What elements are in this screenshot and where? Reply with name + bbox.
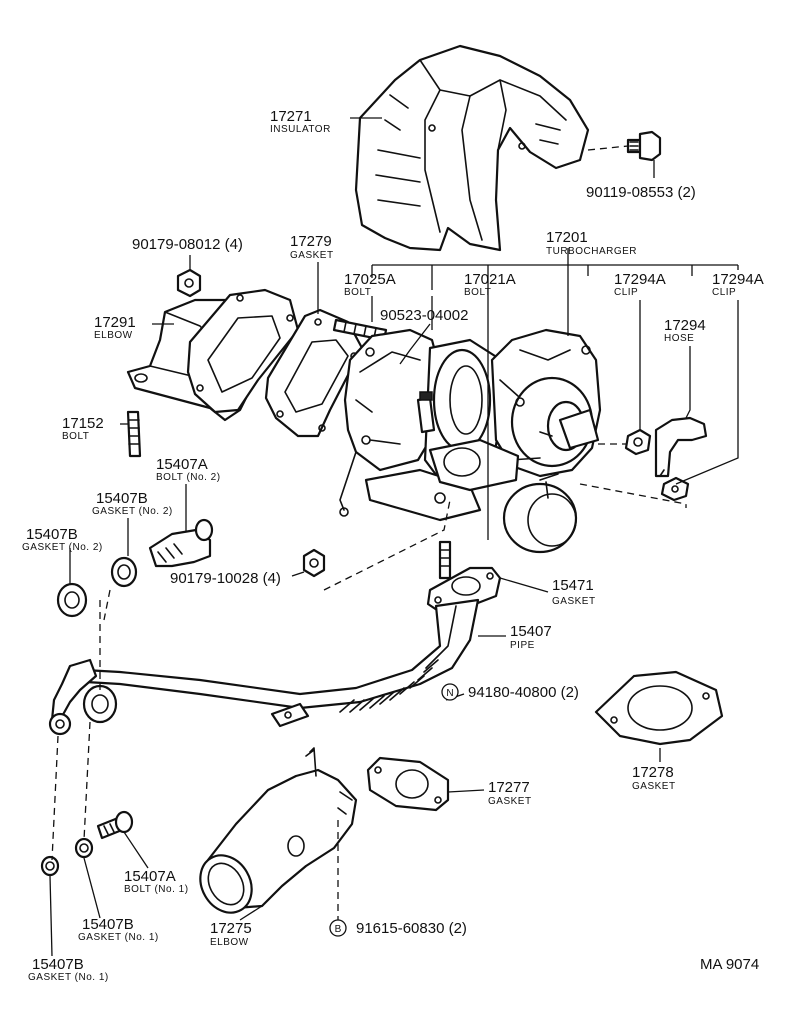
callout-17201-number: 17201 xyxy=(546,229,588,246)
callout-15407B-no1-left-name: GASKET (No. 1) xyxy=(28,972,109,983)
gasket-17277-part xyxy=(366,756,450,812)
callout-15407B-no1-left-number: 15407B xyxy=(32,956,84,973)
callout-17291-name: ELBOW xyxy=(94,330,133,341)
marker-b-icon xyxy=(329,919,347,937)
callout-15407A-no2-name: BOLT (No. 2) xyxy=(156,472,221,483)
insulator-part xyxy=(354,44,590,252)
gasket-15407B-no1-left-part xyxy=(40,855,60,877)
callout-17294A-clip-2-number: 17294A xyxy=(712,271,764,288)
oil-pipe-15407-part xyxy=(48,598,480,736)
callout-94180: N 94180-40800 (2) xyxy=(441,683,579,701)
elbow-flange-part xyxy=(186,288,300,414)
callout-17294A-clip-1-number: 17294A xyxy=(614,271,666,288)
callout-17279-number: 17279 xyxy=(290,233,332,250)
marker-n-icon xyxy=(441,683,459,701)
callout-91615-number: 91615-60830 (2) xyxy=(356,920,467,937)
callout-90523-number: 90523-04002 xyxy=(380,307,468,324)
callout-15407-name: PIPE xyxy=(510,640,535,651)
callout-17279-name: GASKET xyxy=(290,250,334,261)
clip-17294A-lower-part xyxy=(660,476,690,502)
elbow-17275-part xyxy=(199,747,358,914)
callout-17278-name: GASKET xyxy=(632,781,676,792)
callout-94180-marker: N xyxy=(446,688,453,699)
callout-17271-name: INSULATOR xyxy=(270,124,331,135)
callout-15407B-no2-right-name: GASKET (No. 2) xyxy=(92,506,173,517)
callout-17021A-number: 17021A xyxy=(464,271,516,288)
callout-17294-number: 17294 xyxy=(664,317,706,334)
callout-17294-name: HOSE xyxy=(664,333,694,344)
callout-17277-name: GASKET xyxy=(488,796,532,807)
gasket-17279-part xyxy=(264,308,364,438)
nut-90179-10028-part xyxy=(302,548,326,578)
callout-15407-number: 15407 xyxy=(510,623,552,640)
callout-17294A-clip-2-name: CLIP xyxy=(712,287,736,298)
gasket-15407B-no2-right-part xyxy=(110,556,138,588)
callout-17275-number: 17275 xyxy=(210,920,252,937)
callout-17271-number: 17271 xyxy=(270,108,312,125)
callout-17275-name: ELBOW xyxy=(210,937,249,948)
callout-15407B-no2-left-number: 15407B xyxy=(26,526,78,543)
callout-17294A-clip-1-name: CLIP xyxy=(614,287,638,298)
nut-90179-08012-part xyxy=(176,268,202,298)
bolt-90119-part xyxy=(626,130,662,162)
callout-17152-name: BOLT xyxy=(62,431,89,442)
bolt-15407A-no2-part xyxy=(148,518,214,568)
stud-17021A-part xyxy=(438,540,452,580)
callout-90119-number: 90119-08553 (2) xyxy=(586,184,696,201)
callout-17021A-name: BOLT xyxy=(464,287,491,298)
diagram-code: MA 9074 xyxy=(700,956,759,973)
callout-90179-08012-number: 90179-08012 (4) xyxy=(132,236,243,253)
callout-17277-number: 17277 xyxy=(488,779,530,796)
callout-17152-number: 17152 xyxy=(62,415,104,432)
callout-15407A-no2-number: 15407A xyxy=(156,456,208,473)
callout-94180-number: 94180-40800 (2) xyxy=(468,684,579,701)
callout-15407B-no2-right-number: 15407B xyxy=(96,490,148,507)
callout-91615-marker: B xyxy=(335,924,342,935)
stud-17152-part xyxy=(126,410,142,458)
bolt-15407A-no1-part xyxy=(96,810,134,840)
callout-15407B-no1-right-name: GASKET (No. 1) xyxy=(78,932,159,943)
callout-91615: B 91615-60830 (2) xyxy=(329,919,467,937)
hose-17294-part xyxy=(654,416,708,478)
callout-15407B-no2-left-name: GASKET (No. 2) xyxy=(22,542,103,553)
gasket-17278-part xyxy=(594,670,724,746)
clip-17294A-upper-part xyxy=(624,428,652,456)
callout-15407A-no1-number: 15407A xyxy=(124,868,176,885)
callout-17278-number: 17278 xyxy=(632,764,674,781)
gasket-15407B-no2-left-part xyxy=(56,582,88,618)
callout-15407A-no1-name: BOLT (No. 1) xyxy=(124,884,189,895)
callout-17025A-number: 17025A xyxy=(344,271,396,288)
turbocharger-part xyxy=(339,328,602,554)
callout-90179-10028-number: 90179-10028 (4) xyxy=(170,570,281,587)
gasket-15471-part xyxy=(426,566,502,614)
callout-17025A-name: BOLT xyxy=(344,287,371,298)
gasket-15407B-no1-right-part xyxy=(74,837,94,859)
callout-17201-name: TURBOCHARGER xyxy=(546,246,637,257)
callout-17291-number: 17291 xyxy=(94,314,136,331)
callout-15407B-no1-right-number: 15407B xyxy=(82,916,134,933)
callout-15471-number: 15471 xyxy=(552,577,594,594)
callout-15471-name: GASKET xyxy=(552,596,596,607)
